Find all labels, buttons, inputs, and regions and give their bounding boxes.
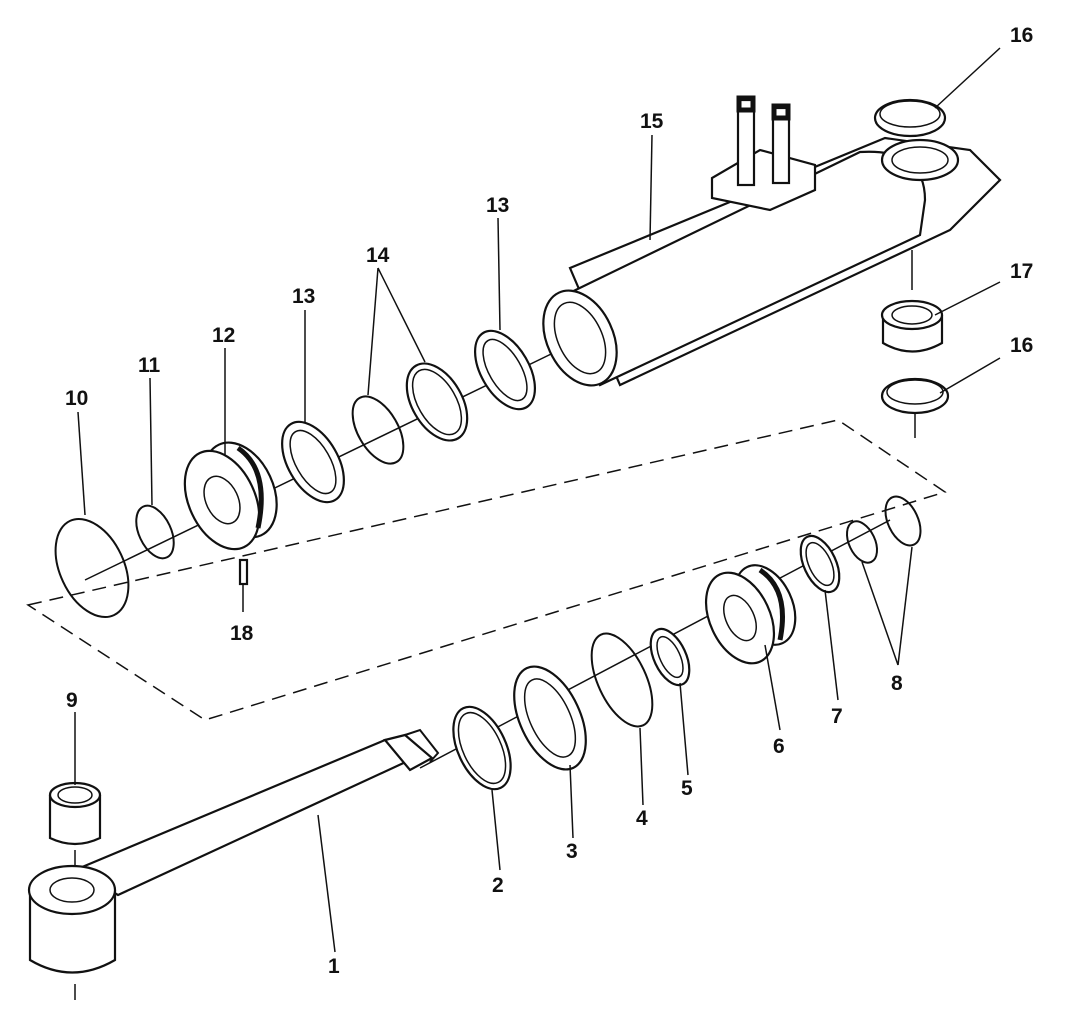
snap-ring-top	[873, 98, 947, 138]
rod-end-bushing	[48, 781, 102, 846]
wear-ring-left	[281, 420, 345, 504]
piston-rod	[27, 728, 440, 974]
label-1: 1	[328, 955, 340, 978]
wiper-3	[513, 665, 587, 771]
wear-ring-7	[799, 534, 841, 594]
label-16-lower: 16	[1010, 334, 1033, 357]
piston	[704, 564, 797, 665]
o-ring-4	[590, 632, 654, 728]
seal-ring-14b	[351, 395, 405, 465]
snap-ring-2	[452, 705, 512, 791]
snap-ring-lower	[880, 377, 950, 415]
label-13-left: 13	[292, 285, 315, 308]
label-11: 11	[138, 354, 161, 377]
label-9: 9	[66, 689, 78, 712]
o-ring-11	[135, 504, 175, 560]
leader-lines	[74, 47, 1001, 953]
label-18: 18	[230, 622, 254, 645]
label-14: 14	[366, 244, 390, 267]
label-16-top: 16	[1010, 24, 1033, 47]
label-2: 2	[492, 874, 504, 897]
gland	[183, 441, 278, 551]
label-12: 12	[212, 324, 235, 347]
label-4: 4	[636, 807, 648, 830]
seal-ring-14a	[405, 362, 469, 442]
label-8: 8	[891, 672, 903, 695]
label-3: 3	[566, 840, 578, 863]
o-ring-8a	[845, 520, 879, 564]
label-6: 6	[773, 735, 785, 758]
dashed-group-outline	[26, 419, 947, 721]
label-10: 10	[65, 387, 88, 410]
cylinder-barrel	[542, 95, 1002, 387]
set-screw	[238, 558, 249, 586]
label-5: 5	[681, 777, 693, 800]
wear-ring-right	[473, 329, 537, 411]
seal-5	[649, 627, 691, 687]
label-15: 15	[640, 110, 664, 133]
bushing-top	[880, 299, 944, 353]
o-ring-8b	[884, 495, 922, 547]
label-13-right: 13	[486, 194, 509, 217]
label-7: 7	[831, 705, 843, 728]
o-ring-10	[54, 517, 130, 619]
label-17: 17	[1010, 260, 1033, 283]
